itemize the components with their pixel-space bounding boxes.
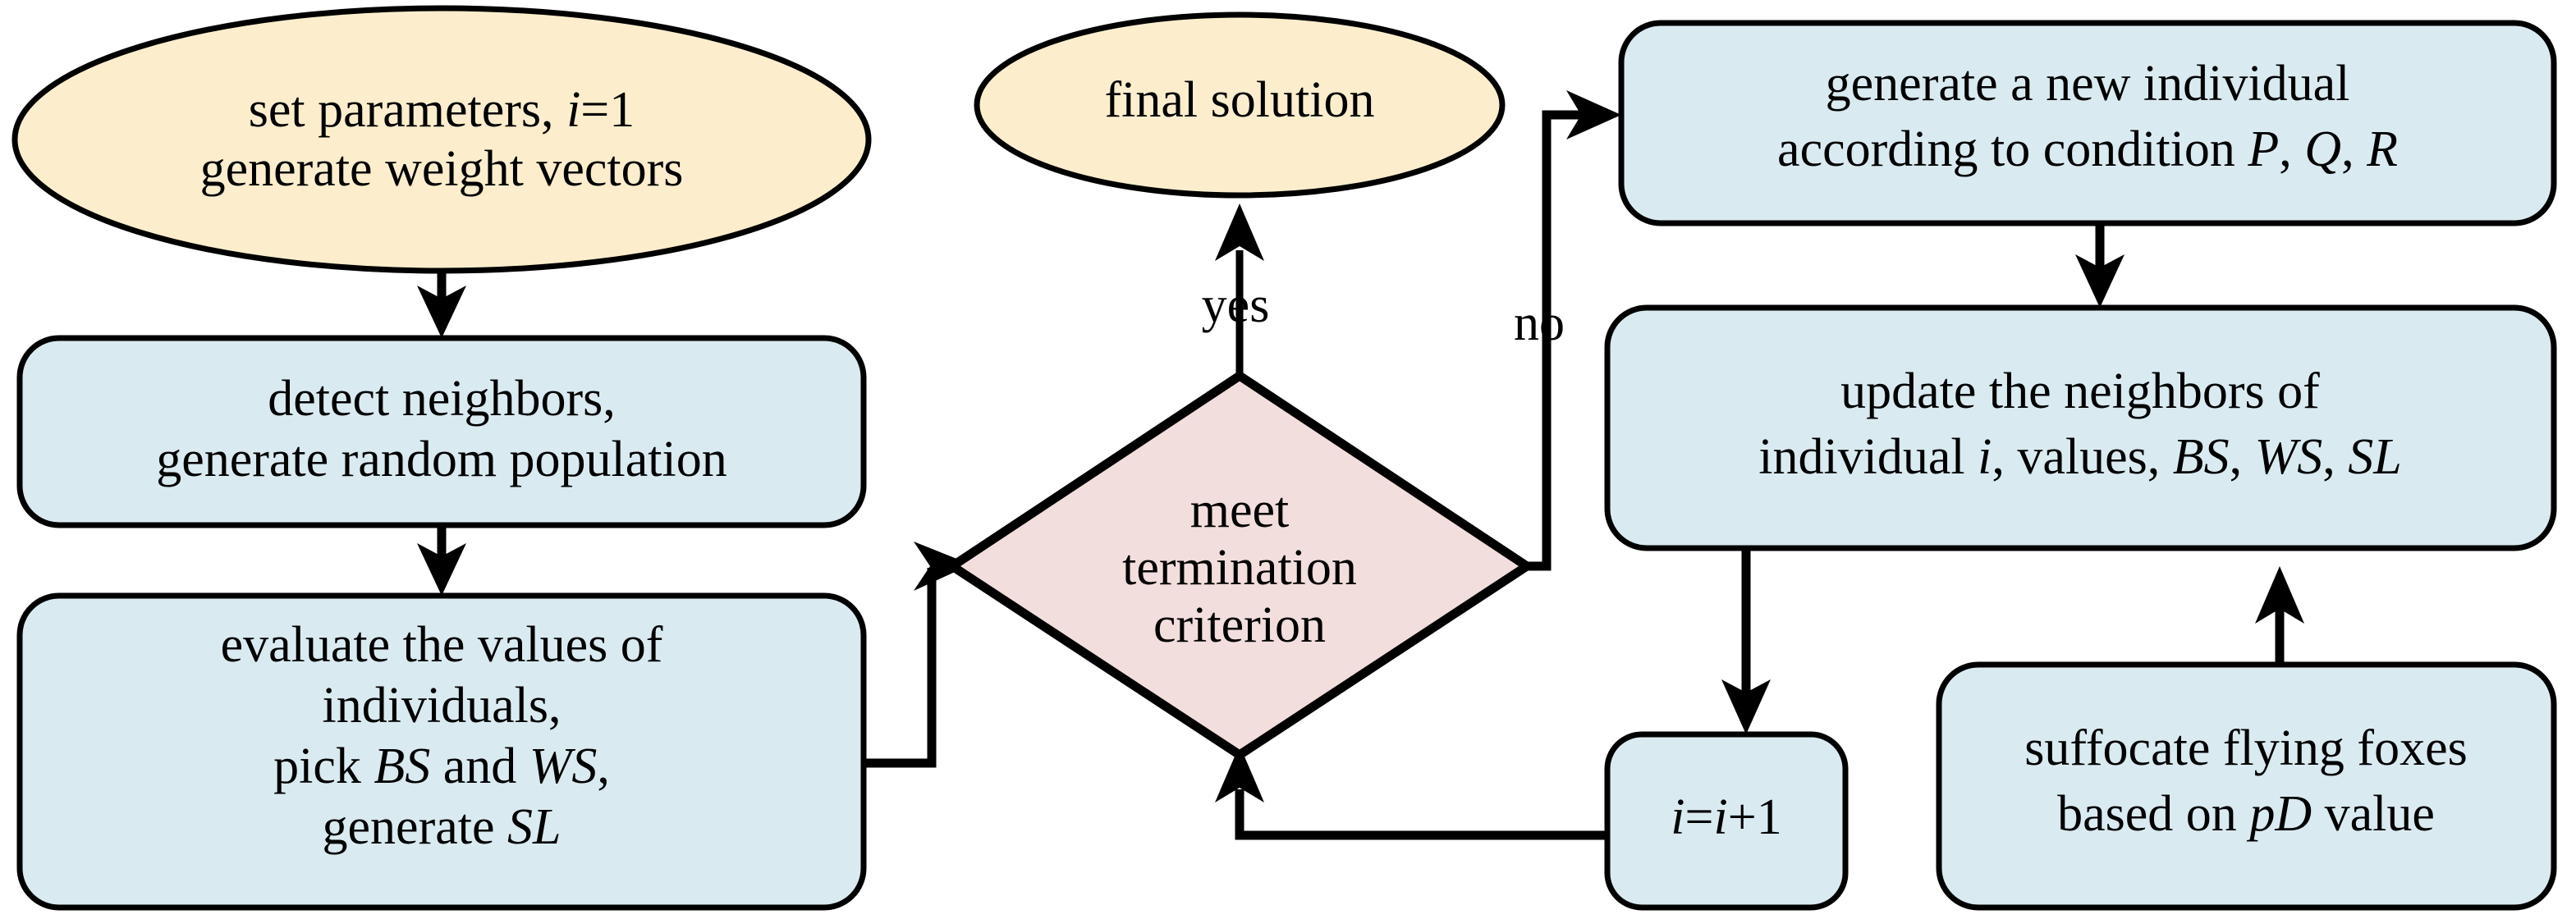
decision-line-3: criterion (1153, 597, 1326, 653)
evaluate-line-4: generate SL (323, 799, 561, 855)
increment-box-shape (1604, 731, 1849, 911)
decision-line-2: termination (1122, 540, 1357, 596)
edge-suffocate-to-update (2255, 566, 2304, 665)
edge-evaluate-to-decision (862, 542, 971, 768)
update-line-2: individual i, values, BS, WS, SL (1758, 429, 2402, 485)
evaluate-line-3: pick BS and WS, (273, 738, 610, 794)
node-evaluate-values[interactable]: evaluate the values of individuals, pick… (16, 592, 867, 911)
node-suffocate-flying-foxes[interactable]: suffocate flying foxes based on pD value (1936, 661, 2557, 911)
edge-increment-to-decision (1215, 745, 1607, 840)
start-ellipse-shape (11, 5, 872, 274)
edge-label-yes: yes (1202, 277, 1270, 333)
final-line-1: final solution (1105, 72, 1375, 128)
suffocate-line-1: suffocate flying foxes (2024, 720, 2467, 776)
generate-new-box-shape (1618, 20, 2557, 226)
generate-new-line-1: generate a new individual (1826, 56, 2350, 112)
evaluate-line-1: evaluate the values of (221, 617, 663, 673)
edge-label-no: no (1514, 295, 1565, 351)
detect-line-1: detect neighbors, (268, 371, 616, 427)
increment-line-1: i=i+1 (1671, 789, 1781, 845)
evaluate-line-2: individuals, (322, 678, 561, 734)
detect-line-2: generate random population (156, 432, 727, 487)
update-box-shape (1604, 304, 2557, 551)
node-detect-neighbors[interactable]: detect neighbors, generate random popula… (16, 335, 867, 528)
start-line-2: generate weight vectors (200, 141, 684, 197)
detect-box-shape (16, 335, 867, 528)
decision-line-1: meet (1190, 482, 1290, 538)
node-final-solution[interactable]: final solution (974, 11, 1506, 199)
suffocate-box-shape (1936, 661, 2557, 911)
node-increment-counter[interactable]: i=i+1 (1604, 731, 1849, 911)
start-line-1: set parameters, i=1 (249, 82, 635, 138)
node-generate-new-individual[interactable]: generate a new individual according to c… (1618, 20, 2557, 226)
decision-diamond-shape (944, 370, 1535, 761)
generate-new-line-2: according to condition P, Q, R (1777, 121, 2398, 177)
final-ellipse-shape (974, 11, 1506, 199)
connectors (417, 90, 2304, 840)
update-line-1: update the neighbors of (1840, 363, 2320, 419)
evaluate-box-shape (16, 592, 867, 911)
edge-update-to-increment (1721, 548, 1771, 734)
suffocate-line-2: based on pD value (2057, 786, 2435, 842)
edge-detect-to-evaluate (417, 525, 466, 596)
node-decision-termination[interactable]: meet termination criterion (944, 370, 1535, 761)
node-start[interactable]: set parameters, i=1 generate weight vect… (11, 5, 872, 274)
edge-start-to-detect (417, 267, 466, 338)
edge-generate-new-to-update (2075, 223, 2125, 308)
node-update-neighbors[interactable]: update the neighbors of individual i, va… (1604, 304, 2557, 551)
